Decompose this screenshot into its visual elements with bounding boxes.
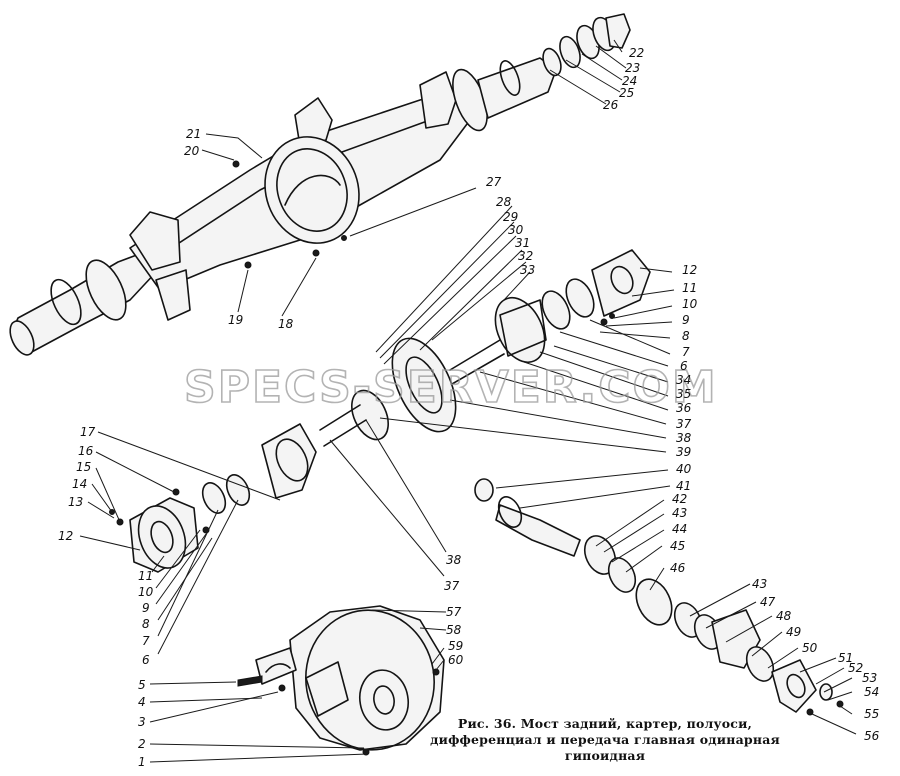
callout-labels: 22 23 24 25 26 21 20 27 19 18 28 29 30 3… [58, 46, 880, 769]
callout-60: 60 [448, 653, 464, 667]
callout-right-38: 38 [676, 431, 692, 445]
axle-housing [9, 57, 557, 356]
callout-right-11: 11 [682, 281, 697, 295]
callout-41: 41 [676, 479, 691, 493]
callout-47: 47 [760, 595, 776, 609]
callout-27: 27 [486, 175, 502, 189]
callout-54: 54 [864, 685, 879, 699]
callout-right-7: 7 [682, 345, 690, 359]
callout-46: 46 [670, 561, 686, 575]
callout-44: 44 [672, 522, 687, 536]
callout-39: 39 [676, 445, 691, 459]
callout-left-16: 16 [78, 444, 94, 458]
callout-18: 18 [278, 317, 294, 331]
callout-51: 51 [838, 651, 853, 665]
callout-left-7: 7 [142, 634, 150, 648]
callout-31: 31 [515, 236, 530, 250]
callout-left-12: 12 [58, 529, 73, 543]
callout-36: 36 [676, 401, 692, 415]
callout-left-9: 9 [142, 601, 150, 615]
callout-mid-37: 37 [444, 579, 460, 593]
callout-right-10: 10 [682, 297, 698, 311]
callout-21: 21 [186, 127, 201, 141]
callout-left-13: 13 [68, 495, 83, 509]
callout-right-43: 43 [672, 506, 687, 520]
callout-bottom-2: 2 [138, 737, 146, 751]
callout-20: 20 [184, 144, 200, 158]
callout-45: 45 [670, 539, 685, 553]
callout-32: 32 [518, 249, 533, 263]
callout-right-12: 12 [682, 263, 697, 277]
callout-left-11: 11 [138, 569, 153, 583]
callout-left-10: 10 [138, 585, 154, 599]
watermark: SPECS-SERVER.COM [184, 362, 718, 413]
drive-pinion-assembly [474, 478, 833, 713]
leader-lines [79, 39, 857, 763]
callout-left-8: 8 [142, 617, 150, 631]
callout-59: 59 [448, 639, 463, 653]
callout-35: 35 [676, 387, 691, 401]
callout-28: 28 [496, 195, 512, 209]
callout-55: 55 [864, 707, 879, 721]
callout-34: 34 [676, 373, 691, 387]
callout-33: 33 [520, 263, 535, 277]
callout-mid-38: 38 [446, 553, 462, 567]
callout-right-9: 9 [682, 313, 690, 327]
callout-58: 58 [446, 623, 462, 637]
callout-30: 30 [508, 223, 524, 237]
callout-left-17: 17 [80, 425, 96, 439]
callout-26: 26 [603, 98, 619, 112]
hub-washers [542, 13, 631, 77]
callout-right-6: 6 [680, 359, 688, 373]
callout-bottom-3: 3 [138, 715, 146, 729]
callout-53: 53 [862, 671, 877, 685]
callout-right-8: 8 [682, 329, 690, 343]
callout-bottom-5: 5 [138, 678, 146, 692]
callout-49: 49 [786, 625, 801, 639]
callout-57: 57 [446, 605, 462, 619]
callout-52: 52 [848, 661, 863, 675]
callout-left-14: 14 [72, 477, 87, 491]
callout-left-15: 15 [76, 460, 91, 474]
callout-25: 25 [619, 86, 634, 100]
callout-50: 50 [802, 641, 818, 655]
callout-bottom-1: 1 [138, 755, 146, 769]
callout-24: 24 [622, 74, 637, 88]
figure-caption: Рис. 36. Мост задний, картер, полуоси, д… [430, 716, 780, 763]
callout-23: 23 [625, 61, 640, 75]
left-bearing-cap [129, 497, 199, 573]
callout-22: 22 [629, 46, 644, 60]
callout-29: 29 [503, 210, 518, 224]
callout-56: 56 [864, 729, 880, 743]
callout-19: 19 [228, 313, 243, 327]
callout-left-6: 6 [142, 653, 150, 667]
gear-carrier [255, 605, 445, 751]
callout-bottom-4: 4 [138, 695, 146, 709]
callout-42: 42 [672, 492, 687, 506]
callout-48: 48 [776, 609, 792, 623]
callout-right-37: 37 [676, 417, 692, 431]
callout-lower-43: 43 [752, 577, 767, 591]
differential-assembly [201, 249, 651, 514]
callout-40: 40 [676, 462, 692, 476]
